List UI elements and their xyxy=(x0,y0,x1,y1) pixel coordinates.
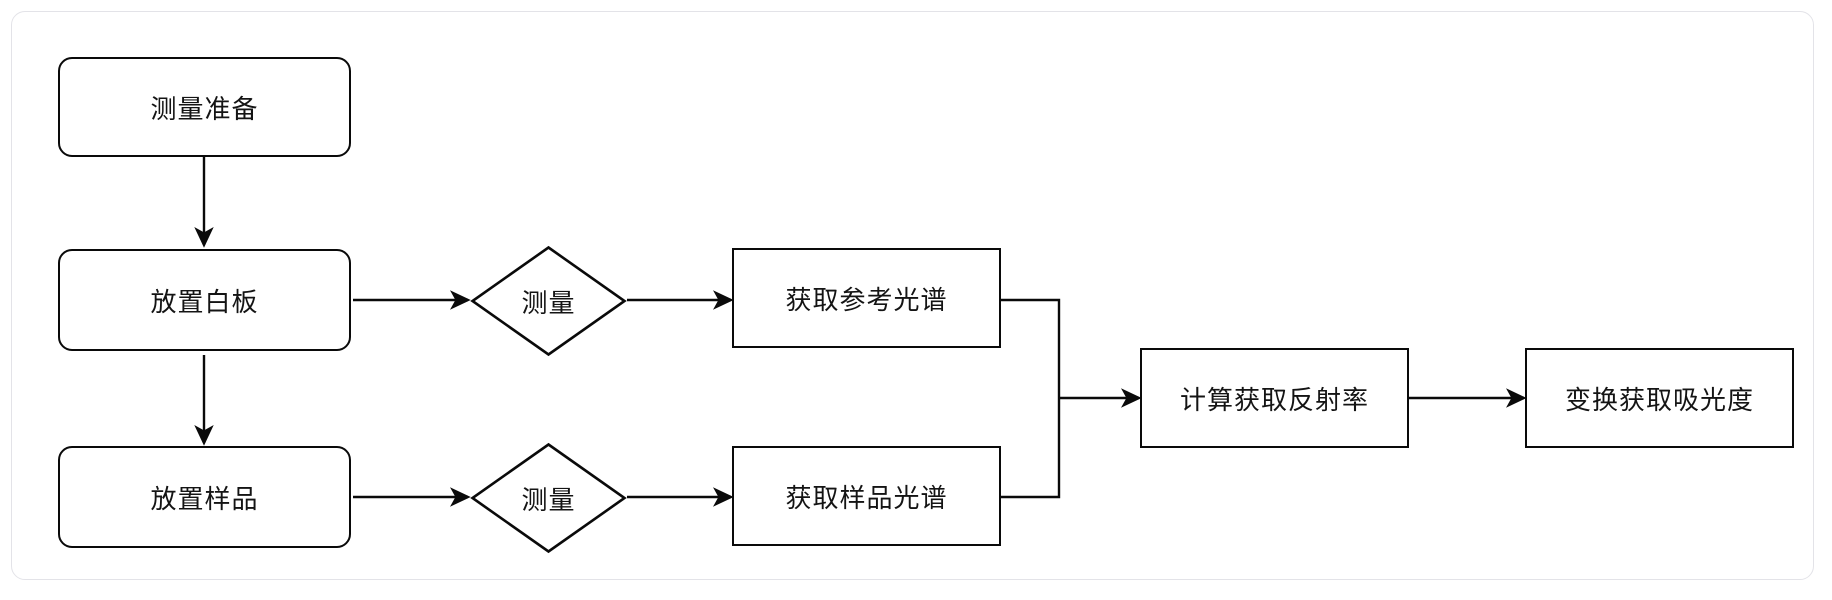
node-prepare[interactable]: 测量准备 xyxy=(58,57,351,157)
node-reflectance[interactable]: 计算获取反射率 xyxy=(1140,348,1409,448)
edge-ref-spectrum-bus xyxy=(1001,298,1061,398)
edge-sample-spectrum-bus xyxy=(1001,398,1061,499)
node-sample-spectrum-label: 获取样品光谱 xyxy=(785,482,948,513)
node-measure-white[interactable]: 测量 xyxy=(470,245,627,357)
node-absorbance[interactable]: 变换获取吸光度 xyxy=(1525,348,1794,448)
node-place-sample[interactable]: 放置样品 xyxy=(58,446,351,548)
node-sample-spectrum[interactable]: 获取样品光谱 xyxy=(732,446,1001,546)
diamond-shape-measure-sample xyxy=(470,442,627,554)
node-ref-spectrum[interactable]: 获取参考光谱 xyxy=(732,248,1001,348)
node-ref-spectrum-label: 获取参考光谱 xyxy=(785,284,948,315)
node-measure-sample-label: 测量 xyxy=(521,484,576,515)
node-prepare-label: 测量准备 xyxy=(150,93,259,124)
node-place-sample-label: 放置样品 xyxy=(150,483,259,514)
node-absorbance-label: 变换获取吸光度 xyxy=(1564,384,1754,415)
node-measure-sample[interactable]: 测量 xyxy=(470,442,627,554)
node-place-white[interactable]: 放置白板 xyxy=(58,249,351,351)
node-place-white-label: 放置白板 xyxy=(150,286,259,317)
diamond-shape-measure-white xyxy=(470,245,627,357)
node-measure-white-label: 测量 xyxy=(521,287,576,318)
node-reflectance-label: 计算获取反射率 xyxy=(1179,384,1369,415)
